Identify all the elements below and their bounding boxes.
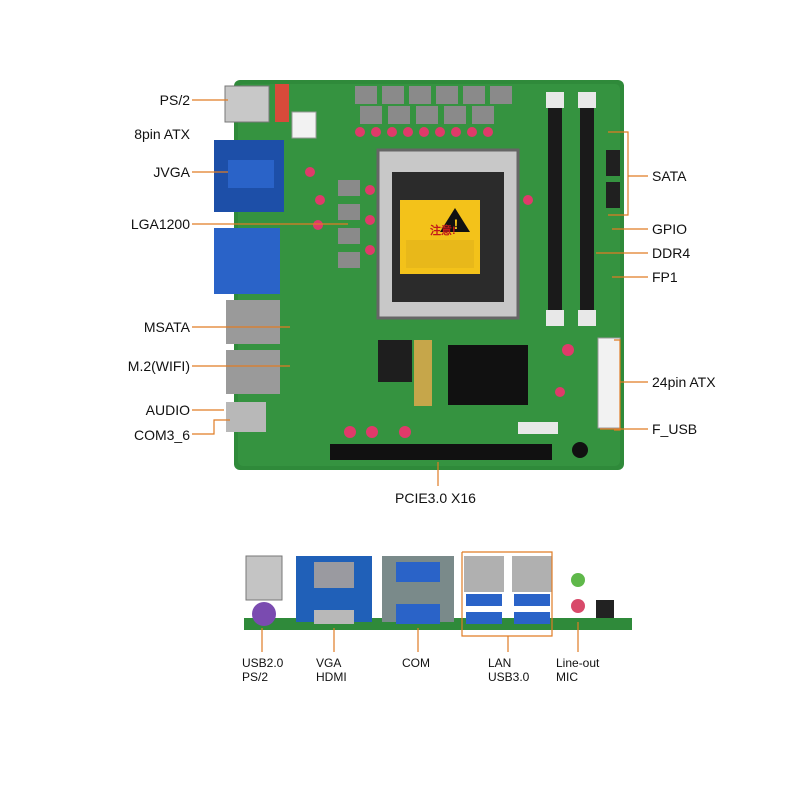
left-io-stack xyxy=(214,84,317,432)
io-label-line2: HDMI xyxy=(316,670,347,684)
label-lga1200: LGA1200 xyxy=(130,216,190,232)
io-label-com: COM xyxy=(402,656,430,670)
m2-slot xyxy=(378,340,412,382)
io-label-line1: Line-out xyxy=(556,656,600,670)
rear-io xyxy=(245,555,614,626)
label-f-usb: F_USB xyxy=(652,421,698,437)
label-m2-wifi: M.2(WIFI) xyxy=(127,358,190,374)
label-gpio: GPIO xyxy=(652,221,688,237)
leader-lines-bottom xyxy=(261,551,579,652)
label-sata: SATA xyxy=(652,168,687,184)
chipset-heatsink xyxy=(448,345,528,405)
label-8pin-atx: 8pin ATX xyxy=(134,126,190,142)
label-msata: MSATA xyxy=(143,319,190,335)
pcie-x16-slot xyxy=(330,444,552,460)
label-fp1: FP1 xyxy=(652,269,678,285)
io-label-audio: Line-out MIC xyxy=(556,656,599,684)
io-label-line1: LAN xyxy=(488,656,512,670)
atx-24pin xyxy=(597,337,621,429)
ddr4-slots xyxy=(546,92,596,326)
label-ps2: PS/2 xyxy=(159,92,190,108)
svg-text:!: ! xyxy=(454,216,459,232)
io-label-vga-hdmi: VGA HDMI xyxy=(316,656,347,684)
label-ddr4: DDR4 xyxy=(652,245,691,261)
io-label-line1: USB2.0 xyxy=(242,656,284,670)
com-connector xyxy=(214,228,280,294)
sata-ports xyxy=(606,150,620,208)
label-pcie-x16: PCIE3.0 X16 xyxy=(395,490,476,506)
label-audio: AUDIO xyxy=(145,402,190,418)
left-chokes xyxy=(338,180,360,268)
io-label-usb-ps2: USB2.0 PS/2 xyxy=(242,656,283,684)
msata-slot xyxy=(414,340,432,406)
io-label-line2: MIC xyxy=(556,670,578,684)
io-label-line1: COM xyxy=(402,656,430,670)
vrm-chokes xyxy=(355,86,512,124)
leader-lines-left xyxy=(192,99,348,435)
io-label-lan-usb3: LAN USB3.0 xyxy=(488,656,529,684)
label-24pin-atx: 24pin ATX xyxy=(652,374,716,390)
label-com3-6: COM3_6 xyxy=(133,427,190,443)
capacitors xyxy=(305,127,574,438)
io-label-line2: PS/2 xyxy=(242,670,269,684)
cpu-warning-text: 注意! xyxy=(430,223,456,237)
label-jvga: JVGA xyxy=(153,164,190,180)
leader-lines-right xyxy=(437,131,648,486)
warning-icon xyxy=(440,208,470,232)
io-label-line2: USB3.0 xyxy=(488,670,530,684)
io-label-line1: VGA xyxy=(316,656,342,670)
